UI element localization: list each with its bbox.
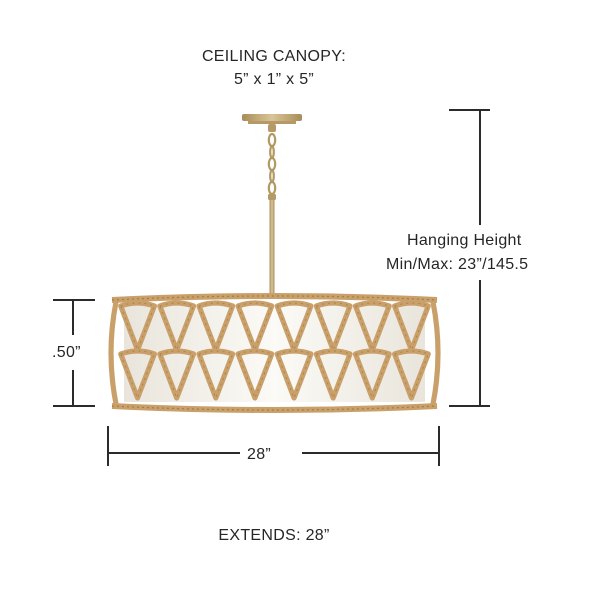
rattan-loop xyxy=(392,300,431,353)
rattan-loop xyxy=(352,348,392,401)
width-dimension-line xyxy=(107,426,440,466)
hanging-height-minmax: Min/Max: 23”/145.5 xyxy=(386,256,529,273)
hanging-height-label: Hanging Height xyxy=(407,232,522,249)
rattan-drum-shade xyxy=(108,293,441,413)
rattan-side-hoop-left xyxy=(108,301,119,405)
rattan-loop xyxy=(196,300,236,353)
rattan-loop xyxy=(352,300,392,353)
rattan-loop xyxy=(313,300,353,353)
shade-height-dimension-line xyxy=(53,299,95,407)
rattan-top-rim xyxy=(111,293,438,303)
rattan-loop xyxy=(157,300,197,353)
rattan-loop xyxy=(118,348,157,401)
rattan-loop xyxy=(157,348,197,401)
rattan-loop xyxy=(274,300,314,353)
rattan-loop xyxy=(235,348,275,401)
rattan-loop xyxy=(392,348,431,401)
extends-label: EXTENDS: 28” xyxy=(218,527,330,544)
shade-height-value: .50” xyxy=(52,344,81,361)
rattan-loop xyxy=(235,300,275,353)
chain xyxy=(267,132,277,196)
rattan-side-hoop-right xyxy=(430,301,441,405)
rattan-loop xyxy=(274,348,314,401)
ceiling-canopy xyxy=(242,114,302,132)
shade-width-value: 28” xyxy=(247,446,272,463)
hanging-height-dimension-line xyxy=(449,109,490,407)
rattan-loop xyxy=(313,348,353,401)
rattan-loop xyxy=(196,348,236,401)
downrod xyxy=(268,194,276,294)
rattan-bottom-rim xyxy=(111,403,438,413)
canopy-label: CEILING CANOPY: xyxy=(201,48,347,65)
canopy-dimensions: 5” x 1” x 5” xyxy=(233,71,315,88)
rattan-loop xyxy=(118,300,157,353)
